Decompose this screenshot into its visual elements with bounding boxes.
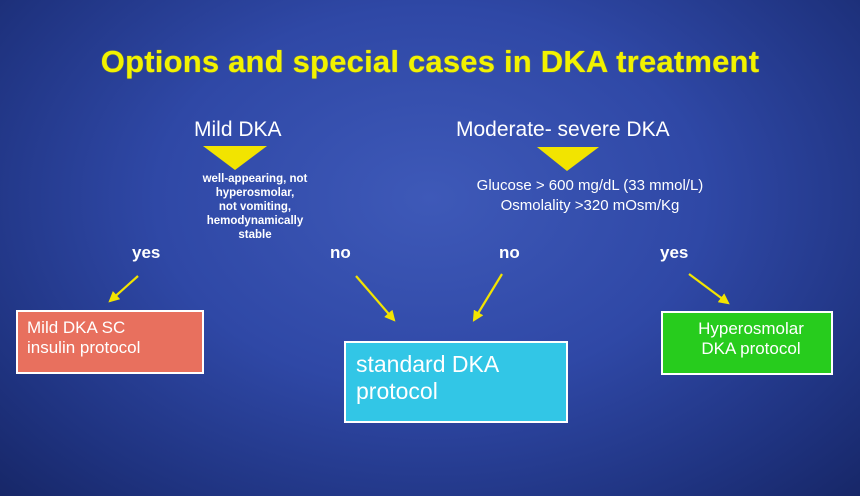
box-label-line: insulin protocol: [27, 338, 141, 358]
criteria-line: Glucose > 600 mg/dL (33 mmol/L): [476, 177, 704, 194]
moderate-severe-dka-heading: Moderate- severe DKA: [456, 118, 670, 141]
mild-yes-label: yes: [132, 243, 161, 262]
standard-dka-protocol-box: standard DKA protocol: [344, 341, 568, 423]
criteria-line: stable: [238, 229, 272, 241]
mild-dka-down-triangle: [203, 146, 267, 170]
mild-no-label: no: [330, 243, 351, 262]
moderate-dka-down-triangle: [537, 147, 599, 171]
mild-dka-sc-insulin-protocol-box: Mild DKA SC insulin protocol: [16, 310, 204, 374]
mild-dka-criteria: well-appearing, not hyperosmolar, not vo…: [160, 172, 350, 242]
criteria-line: hyperosmolar,: [215, 187, 295, 199]
hyperosmolar-dka-protocol-box: Hyperosmolar DKA protocol: [661, 311, 833, 375]
slide-title: Options and special cases in DKA treatme…: [100, 44, 760, 79]
criteria-line: not vomiting,: [218, 201, 292, 213]
moderate-no-label: no: [499, 243, 520, 262]
criteria-line: well-appearing, not: [202, 173, 308, 185]
mild-dka-heading: Mild DKA: [194, 118, 282, 141]
box-label-line: DKA protocol: [701, 339, 801, 359]
arrow-moderate-yes: [688, 273, 730, 305]
box-label-line: protocol: [356, 378, 438, 405]
arrow-moderate-no: [472, 273, 503, 322]
criteria-line: Osmolality >320 mOsm/Kg: [500, 197, 680, 214]
box-label-line: Hyperosmolar: [698, 319, 804, 338]
moderate-severe-dka-criteria: Glucose > 600 mg/dL (33 mmol/L) Osmolali…: [440, 176, 740, 216]
arrow-mild-yes: [108, 275, 139, 303]
arrow-mild-no: [355, 275, 396, 322]
box-label-line: Mild DKA SC: [27, 318, 126, 337]
criteria-line: hemodynamically: [206, 215, 304, 227]
moderate-yes-label: yes: [660, 243, 689, 262]
box-label-line: standard DKA: [356, 351, 500, 377]
